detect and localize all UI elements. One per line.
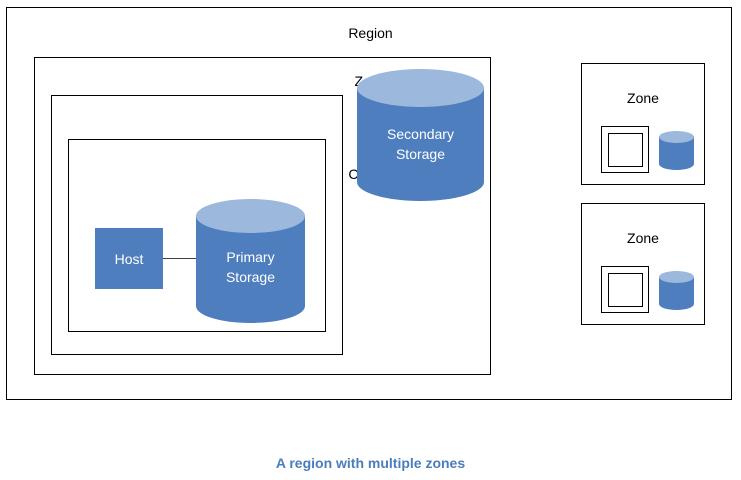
cluster-container-mini bbox=[608, 273, 643, 307]
cluster-container bbox=[68, 139, 326, 332]
secondary-storage-cylinder: Secondary Storage bbox=[357, 69, 484, 201]
pod-container-mini bbox=[601, 266, 649, 313]
zone-container bbox=[34, 57, 491, 375]
cylinder-top-ellipse bbox=[196, 199, 305, 233]
secondary-storage-label: Secondary Storage bbox=[357, 124, 484, 164]
zone-container-secondary-1: Zone bbox=[581, 63, 705, 185]
zone-label: Zone bbox=[627, 230, 659, 246]
host-label: Host bbox=[114, 250, 144, 267]
storage-cylinder-mini bbox=[659, 131, 694, 170]
cylinder-top-ellipse bbox=[659, 271, 694, 283]
zone-container-secondary-2: Zone bbox=[581, 203, 705, 325]
primary-storage-label: Primary Storage bbox=[196, 247, 305, 287]
storage-cylinder-mini bbox=[659, 271, 694, 310]
cluster-container-mini bbox=[608, 133, 643, 167]
pod-container bbox=[51, 95, 343, 355]
primary-storage-cylinder: Primary Storage bbox=[196, 199, 305, 323]
region-label: Region bbox=[348, 25, 393, 41]
host-node: Host bbox=[95, 228, 163, 289]
host-to-primary-storage-connector bbox=[163, 258, 199, 259]
secondary-storage-label-line1: Secondary bbox=[387, 126, 454, 142]
cylinder-top-ellipse bbox=[357, 69, 484, 107]
primary-storage-label-line2: Storage bbox=[225, 269, 276, 285]
pod-container-mini bbox=[601, 126, 649, 173]
secondary-storage-label-line2: Storage bbox=[395, 146, 446, 162]
cylinder-top-ellipse bbox=[659, 131, 694, 143]
figure-caption: A region with multiple zones bbox=[275, 455, 466, 471]
primary-storage-label-line1: Primary bbox=[226, 249, 275, 265]
region-container bbox=[6, 7, 732, 400]
zone-label: Zone bbox=[627, 90, 659, 106]
